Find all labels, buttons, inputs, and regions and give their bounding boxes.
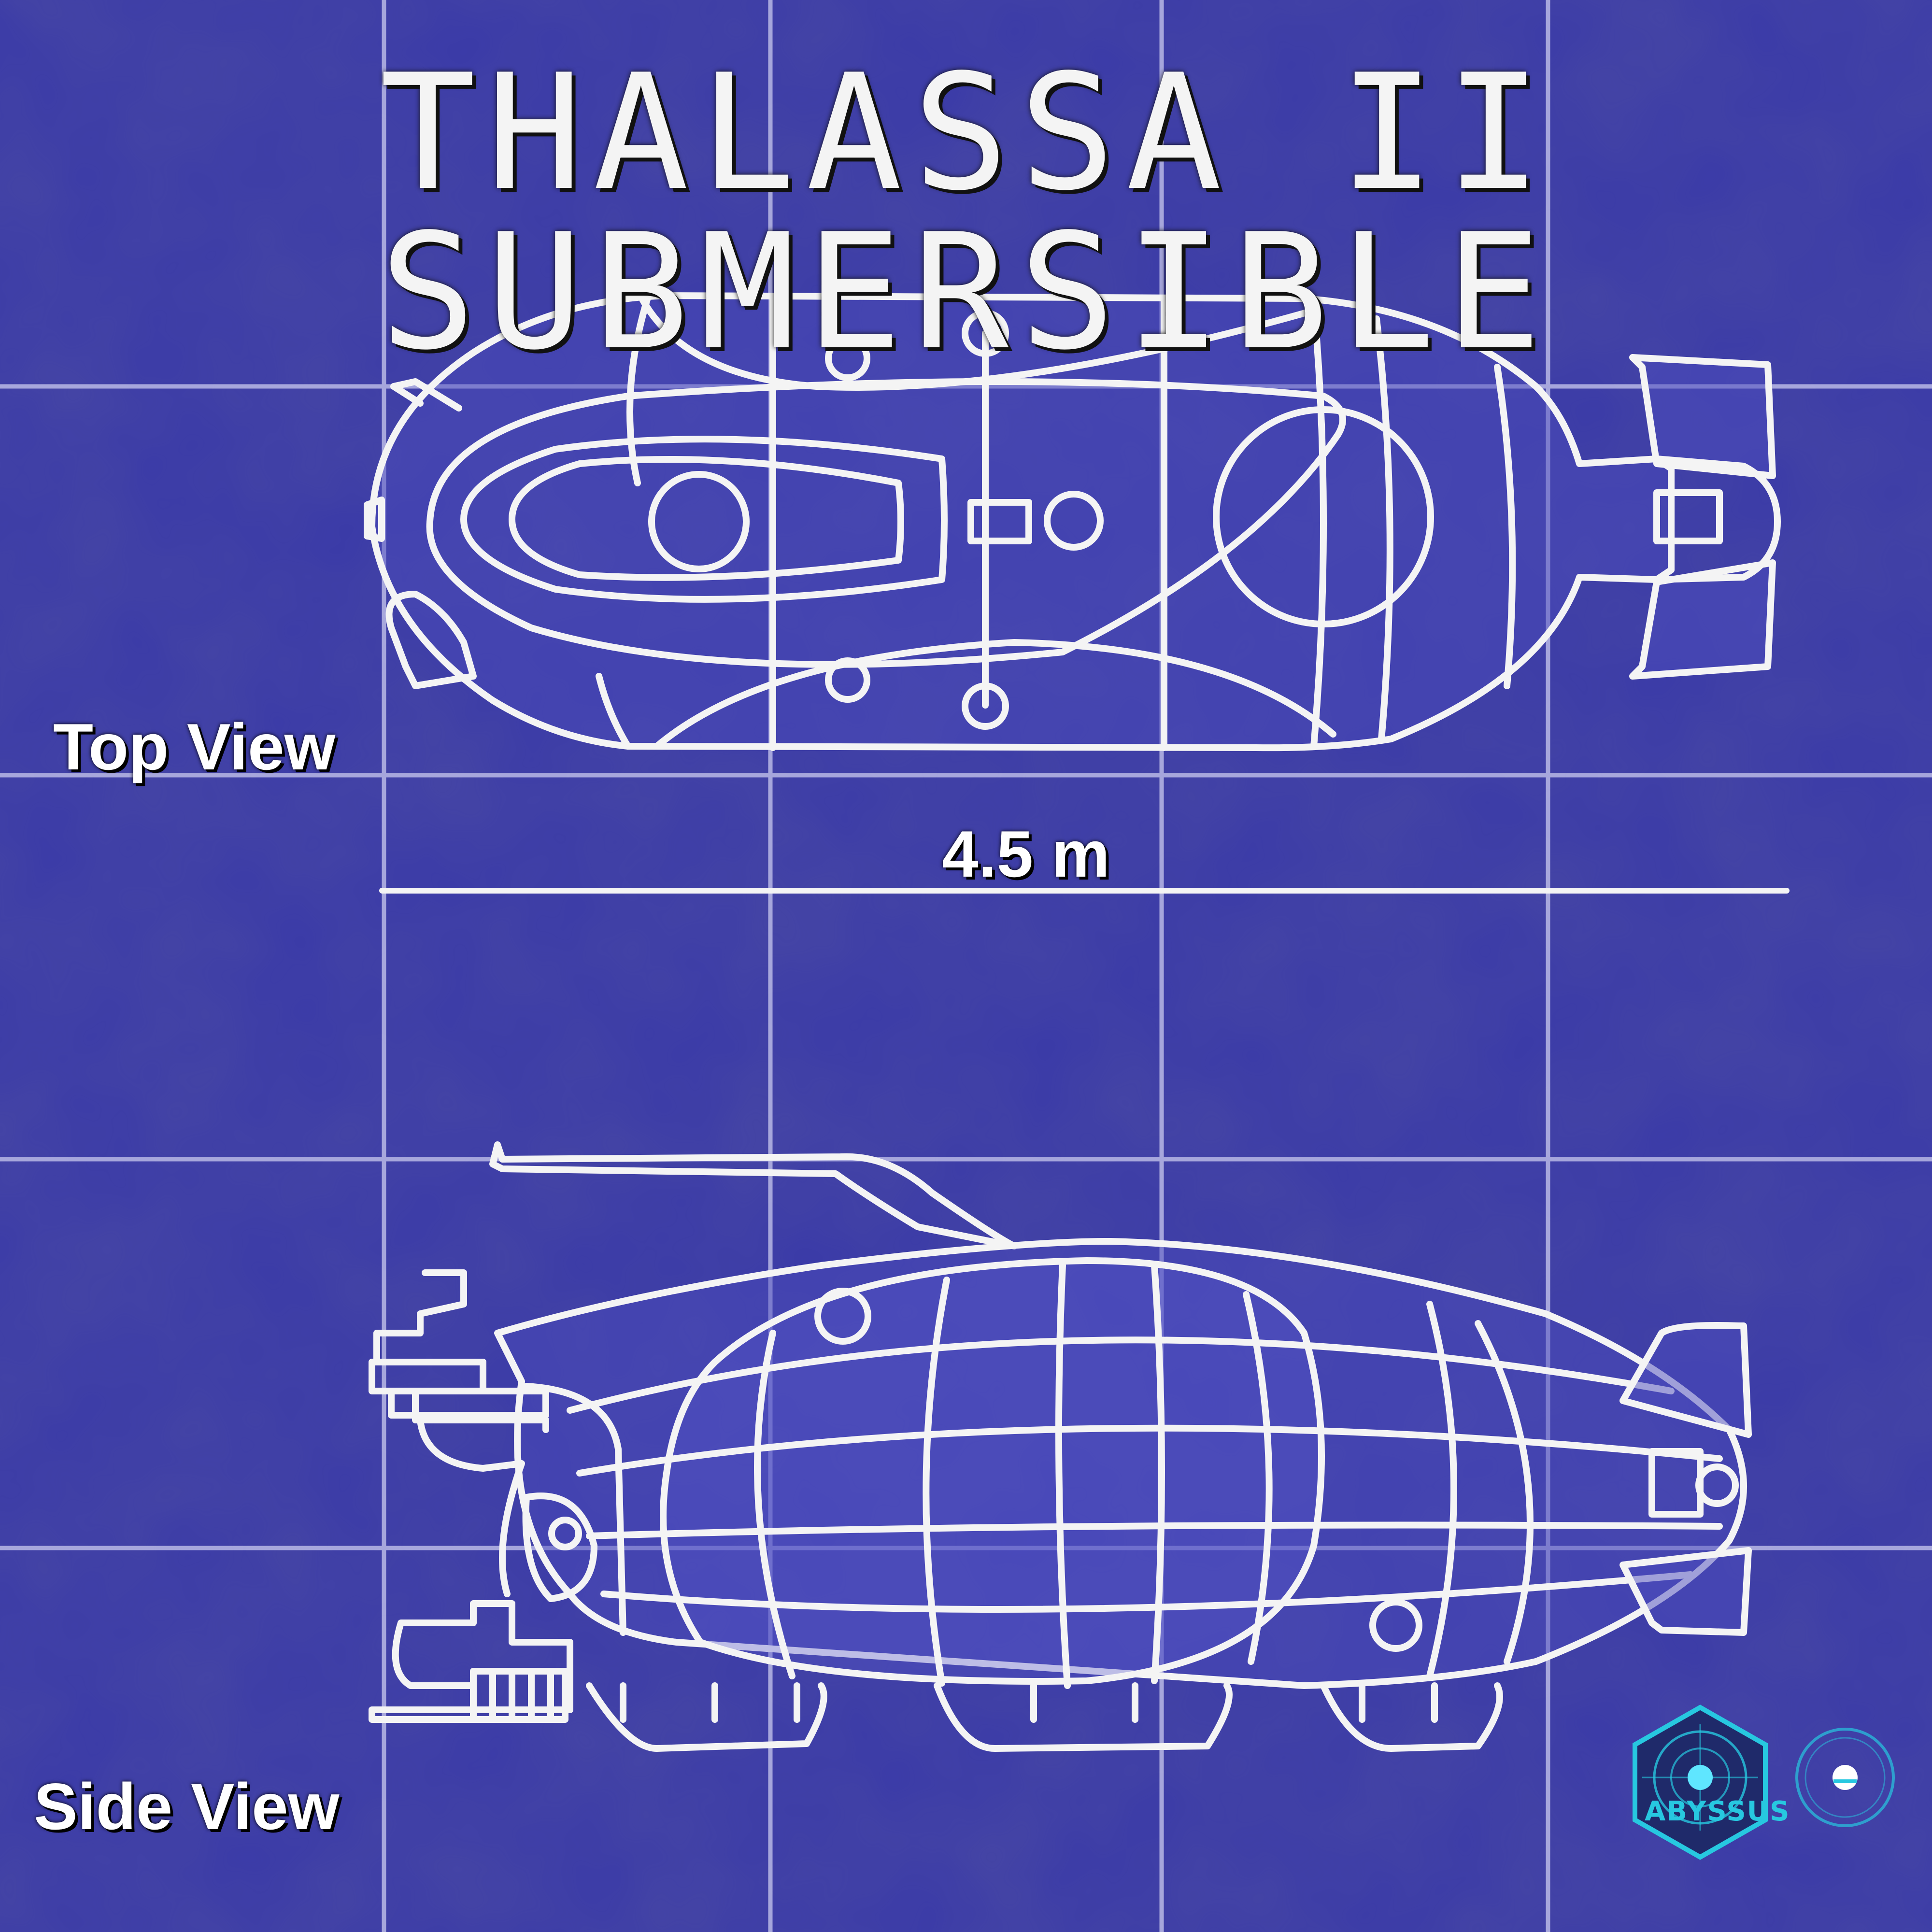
- top-hull-seam-5: [1494, 364, 1516, 689]
- side-rear-rib-2: [1475, 1320, 1534, 1665]
- side-view-drawing: [369, 1141, 1752, 1752]
- top-hull-rib-1: [626, 296, 651, 486]
- side-skid-2: [934, 1682, 1233, 1752]
- side-bow-body: [417, 1417, 525, 1597]
- top-bow-bracket-lower: [385, 591, 477, 689]
- top-rivet-5: [962, 682, 1009, 730]
- side-hull-stringer-1: [567, 1336, 1675, 1414]
- side-hull-stringer-4: [600, 1571, 1694, 1613]
- side-sphere-meridian-2: [923, 1277, 950, 1687]
- top-tail-cone: [1653, 455, 1781, 583]
- logo-text: ABYSSUS: [1645, 1796, 1790, 1827]
- side-sphere-meridian-5: [1243, 1291, 1273, 1665]
- abyssus-hex-logo: [1633, 1705, 1768, 1860]
- side-mast: [489, 1141, 1018, 1250]
- top-hull-seam-4: [1373, 315, 1393, 742]
- top-rivet-4: [825, 657, 870, 703]
- side-bow-arm-plate: [388, 1388, 549, 1419]
- top-rivet-1: [962, 310, 1009, 357]
- top-bow-nub: [364, 497, 385, 542]
- side-bow-sensor-inner: [548, 1517, 582, 1550]
- scale-bar: [379, 888, 1790, 894]
- side-sphere-meridian-4: [1151, 1262, 1165, 1684]
- side-sphere-meridian-1: [754, 1330, 796, 1679]
- side-bow-manipulator: [369, 1600, 573, 1723]
- side-viewport-upper: [814, 1288, 871, 1345]
- top-clamp: [967, 499, 1032, 544]
- side-skid-1: [586, 1682, 827, 1752]
- top-rivet-3: [1044, 491, 1104, 551]
- side-fin-lower: [1619, 1547, 1752, 1636]
- side-view-label: Side View: [34, 1770, 340, 1843]
- side-hull-stringer-3: [586, 1521, 1723, 1539]
- circular-emblem-icon: [1795, 1728, 1895, 1827]
- top-hull-seam-3: [1310, 298, 1327, 750]
- side-viewport-lower: [1369, 1599, 1422, 1652]
- top-cockpit-outer: [426, 378, 1346, 668]
- scale-label: 4.5 m: [942, 817, 1110, 891]
- top-rivet-2: [825, 336, 870, 381]
- top-fin-lower: [1629, 559, 1776, 680]
- top-rear-dome-arc-lower: [653, 639, 1336, 750]
- side-bow-sensor: [522, 1492, 597, 1602]
- side-rear-rib-1: [1426, 1301, 1457, 1679]
- top-view-drawing: [364, 292, 1781, 752]
- top-cockpit-mid: [460, 436, 948, 603]
- top-viewport: [648, 471, 750, 572]
- side-sphere-meridian-3: [1055, 1262, 1071, 1689]
- diagram-title: THALASSA II SUBMERSIBLE: [0, 53, 1932, 372]
- top-thruster: [1653, 489, 1723, 544]
- top-bow-bracket-upper: [390, 378, 462, 412]
- top-view-label: Top View: [53, 710, 336, 783]
- side-skid-3: [1320, 1682, 1503, 1752]
- side-tail-cap: [1648, 1448, 1704, 1518]
- side-fin-upper: [1619, 1322, 1752, 1438]
- top-hull-rib-2: [596, 673, 631, 750]
